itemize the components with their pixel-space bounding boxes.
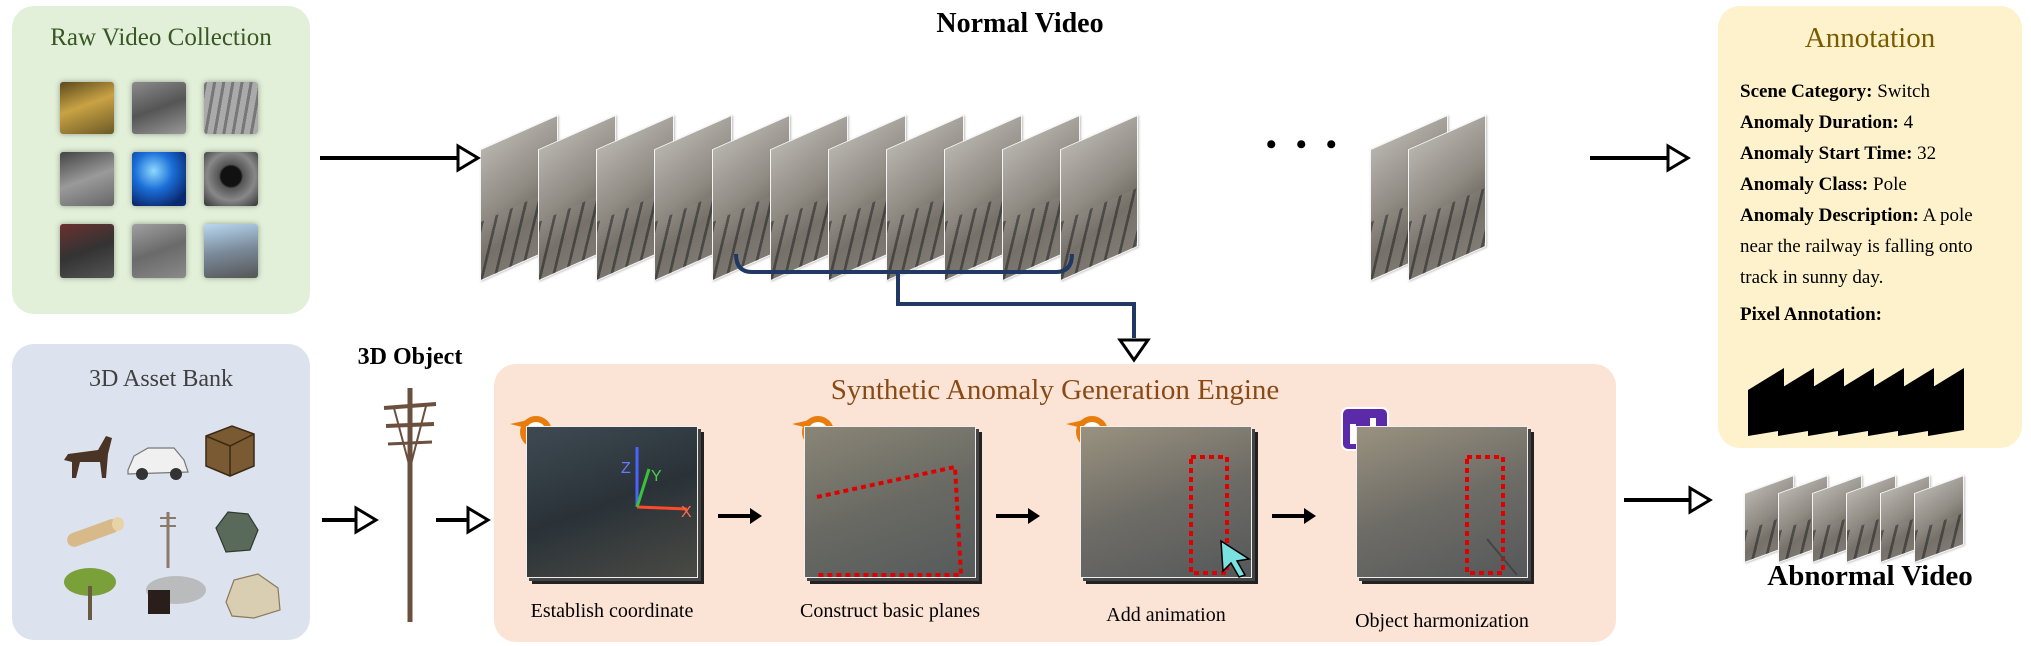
log-asset	[67, 517, 124, 547]
step1-image: Z Y X	[526, 426, 698, 578]
step4-image	[1356, 426, 1528, 578]
annotation-fields: Scene Category: Switch Anomaly Duration:…	[1740, 76, 2010, 330]
pixel-annotation: Pixel Annotation:	[1740, 304, 1882, 325]
asset-bank-title: 3D Asset Bank	[89, 366, 233, 392]
plane-outline	[816, 464, 964, 577]
smoke-asset	[146, 576, 206, 614]
annotation-title: Annotation	[1804, 22, 1936, 54]
engine-panel: Synthetic Anomaly Generation Engine Z Y …	[494, 364, 1616, 642]
ellipsis: • • •	[1266, 128, 1343, 161]
asset-bank-panel: 3D Asset Bank	[12, 344, 310, 640]
step4-label: Object harmonization	[1355, 610, 1529, 632]
raw-thumb-3	[204, 82, 258, 134]
crate-asset	[205, 425, 255, 477]
step3-image	[1080, 426, 1252, 578]
raw-thumb-1	[60, 82, 114, 134]
raw-thumb-7	[60, 224, 114, 278]
axis-gizmo: Z Y X	[621, 447, 692, 521]
anomaly-start-time: Anomaly Start Time: 32	[1740, 143, 1937, 164]
boulder-asset	[225, 573, 281, 619]
car-asset	[127, 447, 189, 480]
pole-asset	[160, 512, 176, 568]
utility-pole-icon	[383, 388, 437, 622]
raw-video-panel: Raw Video Collection	[12, 6, 310, 314]
raw-thumb-8	[132, 224, 186, 278]
abnormal-video-title: Abnormal Video	[1767, 560, 1973, 592]
asset-grid	[64, 425, 281, 620]
mask-outline	[1465, 455, 1518, 576]
step-arrow-1	[718, 508, 762, 524]
step-arrow-2	[996, 508, 1040, 524]
raw-thumb-9	[204, 224, 258, 278]
step2-label: Construct basic planes	[800, 600, 980, 622]
raw-thumb-4	[60, 152, 114, 206]
mask-outline	[1189, 455, 1229, 575]
scene-category: Scene Category: Switch	[1740, 81, 1930, 102]
object-title: 3D Object	[357, 344, 463, 370]
abnormal-video-frames	[1744, 460, 1984, 570]
raw-thumb-5	[132, 152, 186, 206]
cursor-icon	[1220, 539, 1252, 578]
svg-text:Y: Y	[651, 468, 662, 485]
anomaly-duration: Anomaly Duration: 4	[1740, 112, 1914, 133]
rock-asset	[215, 511, 259, 553]
pixel-annotation-masks	[1748, 368, 1964, 436]
step3-label: Add animation	[1106, 604, 1226, 626]
tree-asset	[64, 568, 116, 620]
engine-title: Synthetic Anomaly Generation Engine	[830, 374, 1280, 406]
step-arrow-3	[1272, 508, 1316, 524]
svg-text:Z: Z	[621, 460, 631, 477]
annotation-panel: Annotation Scene Category: Switch Anomal…	[1718, 6, 2022, 448]
raw-thumb-6	[204, 152, 258, 206]
horse-asset	[64, 436, 112, 478]
step2-image	[804, 426, 976, 578]
normal-video-title: Normal Video	[936, 8, 1104, 39]
raw-thumb-2	[132, 82, 186, 134]
raw-video-title: Raw Video Collection	[50, 24, 272, 51]
svg-text:X: X	[681, 504, 692, 521]
step1-label: Establish coordinate	[530, 600, 694, 622]
anomaly-description: Anomaly Description: A pole near the rai…	[1740, 205, 1973, 288]
anomaly-class: Anomaly Class: Pole	[1740, 174, 1907, 195]
